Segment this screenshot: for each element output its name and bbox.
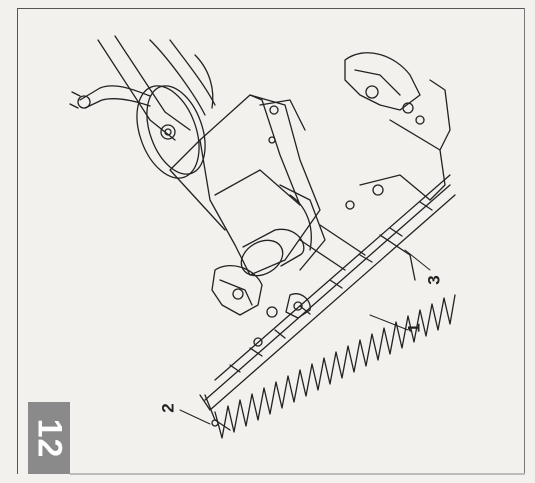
right-bracket (344, 52, 451, 210)
figure-frame (17, 8, 524, 474)
callout-2: 2 (158, 403, 178, 413)
section-tab: 12 (28, 402, 70, 474)
leader-2 (179, 409, 211, 425)
section-number: 12 (30, 418, 69, 458)
bottom-rule (70, 473, 525, 475)
pulley-wheel (136, 85, 206, 179)
figure-frame-right-edge (521, 8, 525, 474)
callout-leaders (179, 249, 431, 425)
leader-1 (369, 314, 409, 331)
gear-housing (169, 94, 326, 276)
left-bracket (211, 265, 311, 347)
cutter-bar (199, 174, 456, 439)
drive-cylinder (240, 228, 305, 277)
handle-arm (69, 35, 216, 141)
leader-3 (404, 249, 431, 271)
callout-3: 3 (424, 275, 444, 285)
callout-1: 1 (404, 323, 424, 333)
